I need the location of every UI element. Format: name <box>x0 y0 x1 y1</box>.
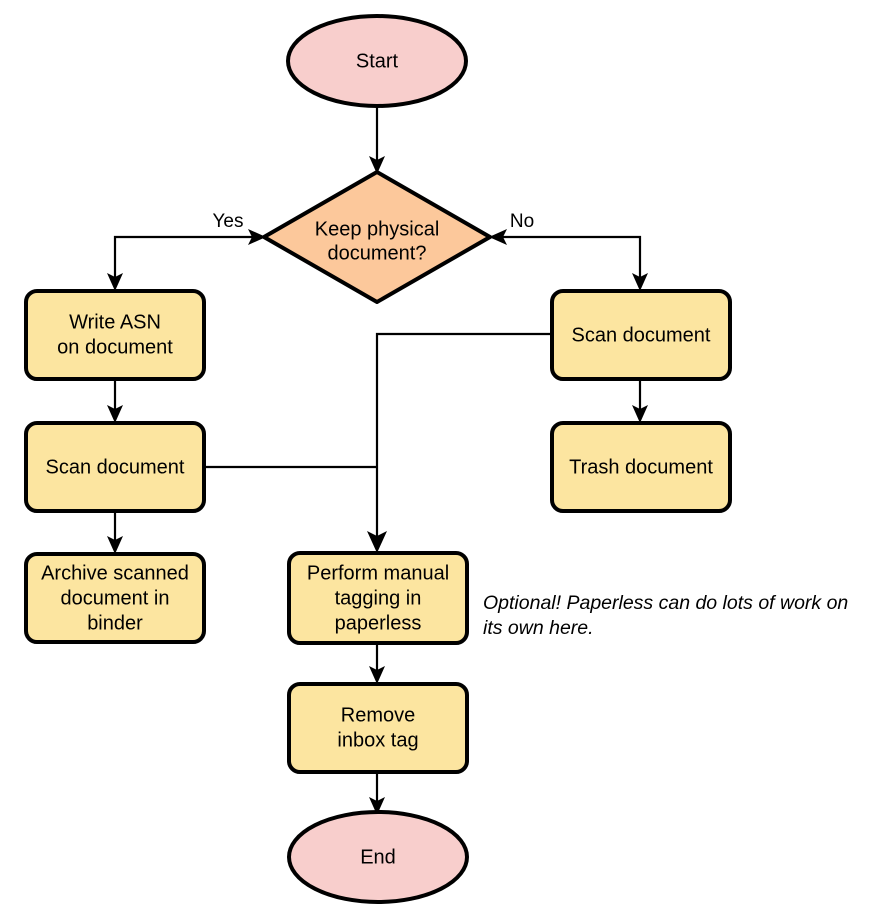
annotation-line2: its own here. <box>483 617 594 639</box>
trash-document-box <box>550 421 732 513</box>
archive-label-line2: document in <box>61 587 170 609</box>
edge-scanright-to-tagging <box>367 332 552 553</box>
scan-document-right-label: Scan document <box>572 324 711 346</box>
trash-document-label: Trash document <box>569 456 713 478</box>
end-ellipse <box>287 810 469 904</box>
remove-inbox-tag-label-line2: inbox tag <box>337 729 418 751</box>
annotation-line1: Optional! Paperless can do lots of work … <box>483 592 848 614</box>
start-label: Start <box>356 50 399 72</box>
edge-label-yes: Yes <box>213 211 244 232</box>
write-asn-label-line2: on document <box>57 336 173 358</box>
edge-scanright-to-trash <box>632 379 648 423</box>
end-label: End <box>360 846 396 868</box>
start-ellipse <box>286 14 468 108</box>
scan-document-right-box <box>550 289 732 381</box>
remove-inbox-tag-box <box>287 682 469 774</box>
edge-tagging-to-removeinbox <box>369 643 385 684</box>
decision-label-line1: Keep physical <box>315 218 440 240</box>
archive-label-line3: binder <box>87 612 143 634</box>
edge-decision-no: No <box>489 211 648 291</box>
write-asn-box <box>24 289 206 381</box>
edge-decision-yes: Yes <box>107 211 266 291</box>
edges-layer: Yes No <box>107 104 648 815</box>
node-start[interactable]: Start <box>286 14 468 108</box>
node-write-asn[interactable]: Write ASN on document <box>24 289 206 381</box>
tagging-label-line1: Perform manual <box>307 562 449 584</box>
node-archive-scanned-document[interactable]: Archive scanned document in binder <box>24 552 206 644</box>
node-decision-keep-physical-document[interactable]: Keep physical document? <box>262 170 492 304</box>
tagging-label-line3: paperless <box>335 612 422 634</box>
archive-label-line1: Archive scanned <box>41 562 189 584</box>
decision-label-line2: document? <box>328 242 427 264</box>
node-remove-inbox-tag[interactable]: Remove inbox tag <box>287 682 469 774</box>
decision-diamond <box>262 170 492 304</box>
remove-inbox-tag-label-line1: Remove <box>341 704 415 726</box>
node-perform-manual-tagging[interactable]: Perform manual tagging in paperless <box>287 551 469 645</box>
scan-document-left-box <box>24 421 206 513</box>
write-asn-label-line1: Write ASN <box>69 311 161 333</box>
node-scan-document-left[interactable]: Scan document <box>24 421 206 513</box>
tagging-label-line2: tagging in <box>335 587 422 609</box>
archive-box <box>24 552 206 644</box>
node-scan-document-right[interactable]: Scan document <box>550 289 732 381</box>
node-trash-document[interactable]: Trash document <box>550 421 732 513</box>
edge-writeasn-to-scanleft <box>107 379 123 423</box>
tagging-box <box>287 551 469 645</box>
nodes-layer: Start Keep physical document? Write ASN … <box>24 14 732 904</box>
edge-label-no: No <box>510 211 534 232</box>
scan-document-left-label: Scan document <box>46 456 185 478</box>
annotation-optional-paperless: Optional! Paperless can do lots of work … <box>483 592 848 639</box>
edge-start-to-decision <box>369 104 385 174</box>
node-end[interactable]: End <box>287 810 469 904</box>
edge-scanleft-to-archive <box>107 511 123 554</box>
edge-removeinbox-to-end <box>369 772 385 815</box>
